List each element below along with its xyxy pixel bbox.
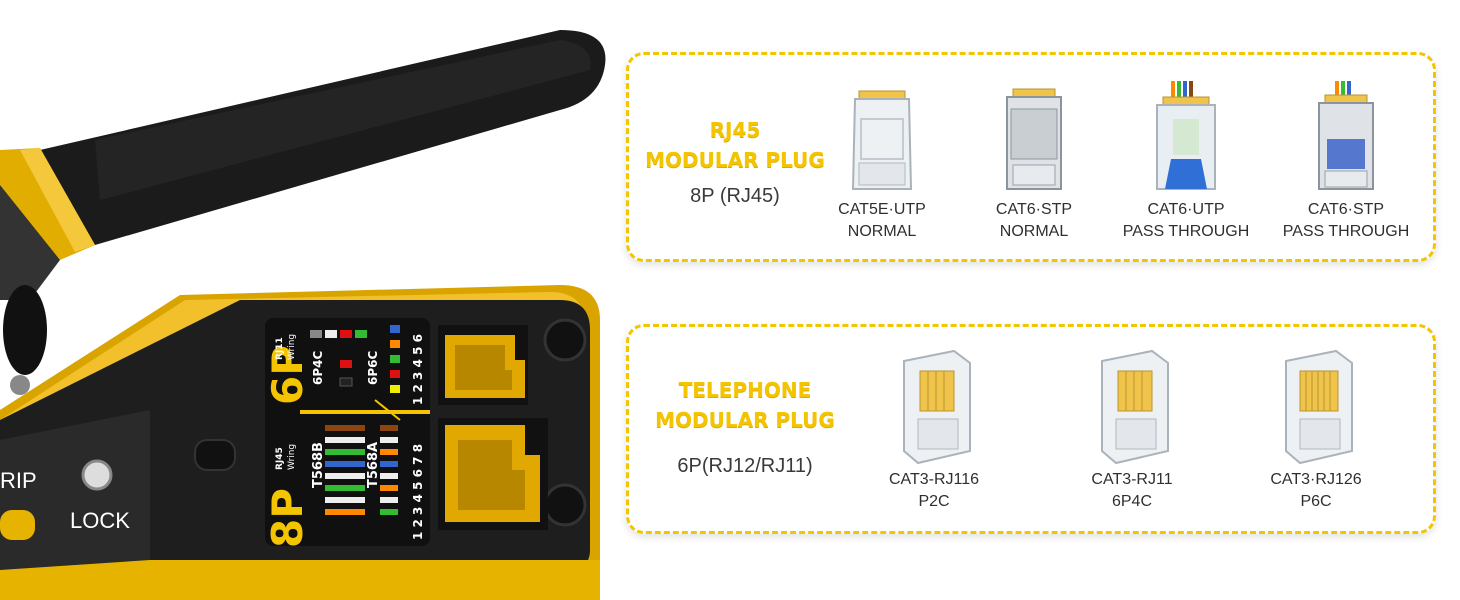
wire-colors-6p4c <box>310 330 367 387</box>
label-rj11-wiring-2: Wring <box>287 334 297 360</box>
plug-caption-line1: CAT6·STP <box>995 201 1073 218</box>
lock-label: LOCK <box>70 508 130 533</box>
plug-caption-line1: CAT3-RJ116 <box>888 471 980 488</box>
plug-caption-line1: CAT5E·UTP <box>838 201 926 218</box>
rj45-title-line1: RJ45 <box>709 118 761 142</box>
label-6p4c: 6P4C <box>311 351 325 385</box>
rj45-shielded-pass-through-plug-icon <box>1318 81 1374 190</box>
telephone-plug-panel: TELEPHONE MODULAR PLUG 6P(RJ12/RJ11) CAT… <box>626 324 1436 534</box>
plug-cat6-stp-pass-through: CAT6·STP PASS THROUGH <box>1271 79 1421 243</box>
label-8p: 8P <box>263 488 312 548</box>
tool-handle <box>0 30 606 395</box>
plug-caption-line2: PASS THROUGH <box>1282 223 1410 240</box>
crimp-socket-6p[interactable] <box>438 325 528 405</box>
label-t568a: T568A <box>366 442 381 488</box>
plug-cat6-stp-normal: CAT6·STP NORMAL <box>959 79 1109 243</box>
lock-button[interactable] <box>81 459 113 491</box>
telephone-panel-subtitle: 6P(RJ12/RJ11) <box>677 455 813 477</box>
label-t568b: T568B <box>311 442 326 488</box>
rj12-clear-plug-icon <box>1285 349 1353 465</box>
crimp-socket-8p[interactable] <box>438 418 548 530</box>
rj45-panel-title: RJ45 MODULAR PLUG <box>645 115 825 175</box>
strip-label: RIP <box>0 468 37 493</box>
rj45-shielded-plug-icon <box>1006 88 1062 190</box>
plug-caption-line2: 6P4C <box>1111 493 1153 510</box>
plug-caption-line2: P6C <box>1300 493 1332 510</box>
wiring-label-panel: 8P RJ45 Wring T568B T568A 1 2 3 4 5 6 7 … <box>263 318 430 548</box>
label-pins-6p: 1 2 3 4 5 6 <box>411 334 425 405</box>
plug-cat3-rj11-6p4c: CAT3-RJ11 6P4C <box>1057 341 1207 513</box>
rj45-panel-subtitle: 8P (RJ45) <box>690 185 780 207</box>
plug-caption-line1: CAT3-RJ11 <box>1091 471 1173 488</box>
rj45-plug-panel: RJ45 MODULAR PLUG 8P (RJ45) CAT5E·UTP NO… <box>626 52 1436 262</box>
rj45-title-line2: MODULAR PLUG <box>645 148 825 172</box>
crimping-tool-illustration: 8P RJ45 Wring T568B T568A 1 2 3 4 5 6 7 … <box>0 30 606 600</box>
label-6p: 6P <box>263 345 312 405</box>
plug-cat6-utp-pass-through: CAT6·UTP PASS THROUGH <box>1111 79 1261 243</box>
plug-caption-line2: NORMAL <box>847 223 917 240</box>
telephone-panel-title: TELEPHONE MODULAR PLUG <box>635 375 855 435</box>
plug-caption-line2: PASS THROUGH <box>1122 223 1250 240</box>
plug-caption-line1: CAT6·STP <box>1307 201 1385 218</box>
rj11-clear-plug-icon <box>903 349 971 465</box>
wire-colors-8p <box>325 425 398 515</box>
plug-caption-line1: CAT3·RJ126 <box>1270 471 1362 488</box>
plug-cat3-rj126-p6c: CAT3·RJ126 P6C <box>1241 341 1391 513</box>
plug-caption-line2: NORMAL <box>999 223 1069 240</box>
label-rj11-wiring-1: RJ11 <box>275 337 285 360</box>
rj45-pass-through-plug-icon <box>1156 81 1216 190</box>
telephone-title-line2: MODULAR PLUG <box>655 408 835 432</box>
plug-caption-line1: CAT6·UTP <box>1147 201 1225 218</box>
wire-colors-6p6c <box>390 325 400 393</box>
label-6p6c: 6P6C <box>366 351 380 385</box>
label-rj45-wiring-2: Wring <box>287 444 297 470</box>
rj45-clear-plug-icon <box>851 90 913 190</box>
rj11-clear-plug-icon <box>1101 349 1169 465</box>
telephone-title-line1: TELEPHONE <box>678 378 812 402</box>
label-rj45-wiring-1: RJ45 <box>275 447 285 470</box>
plug-cat5e-utp-normal: CAT5E·UTP NORMAL <box>807 79 957 243</box>
plug-cat3-rj116-p2c: CAT3-RJ116 P2C <box>859 341 1009 513</box>
plug-caption-line2: P2C <box>918 493 950 510</box>
label-pins-8p: 1 2 3 4 5 6 7 8 <box>411 444 425 540</box>
